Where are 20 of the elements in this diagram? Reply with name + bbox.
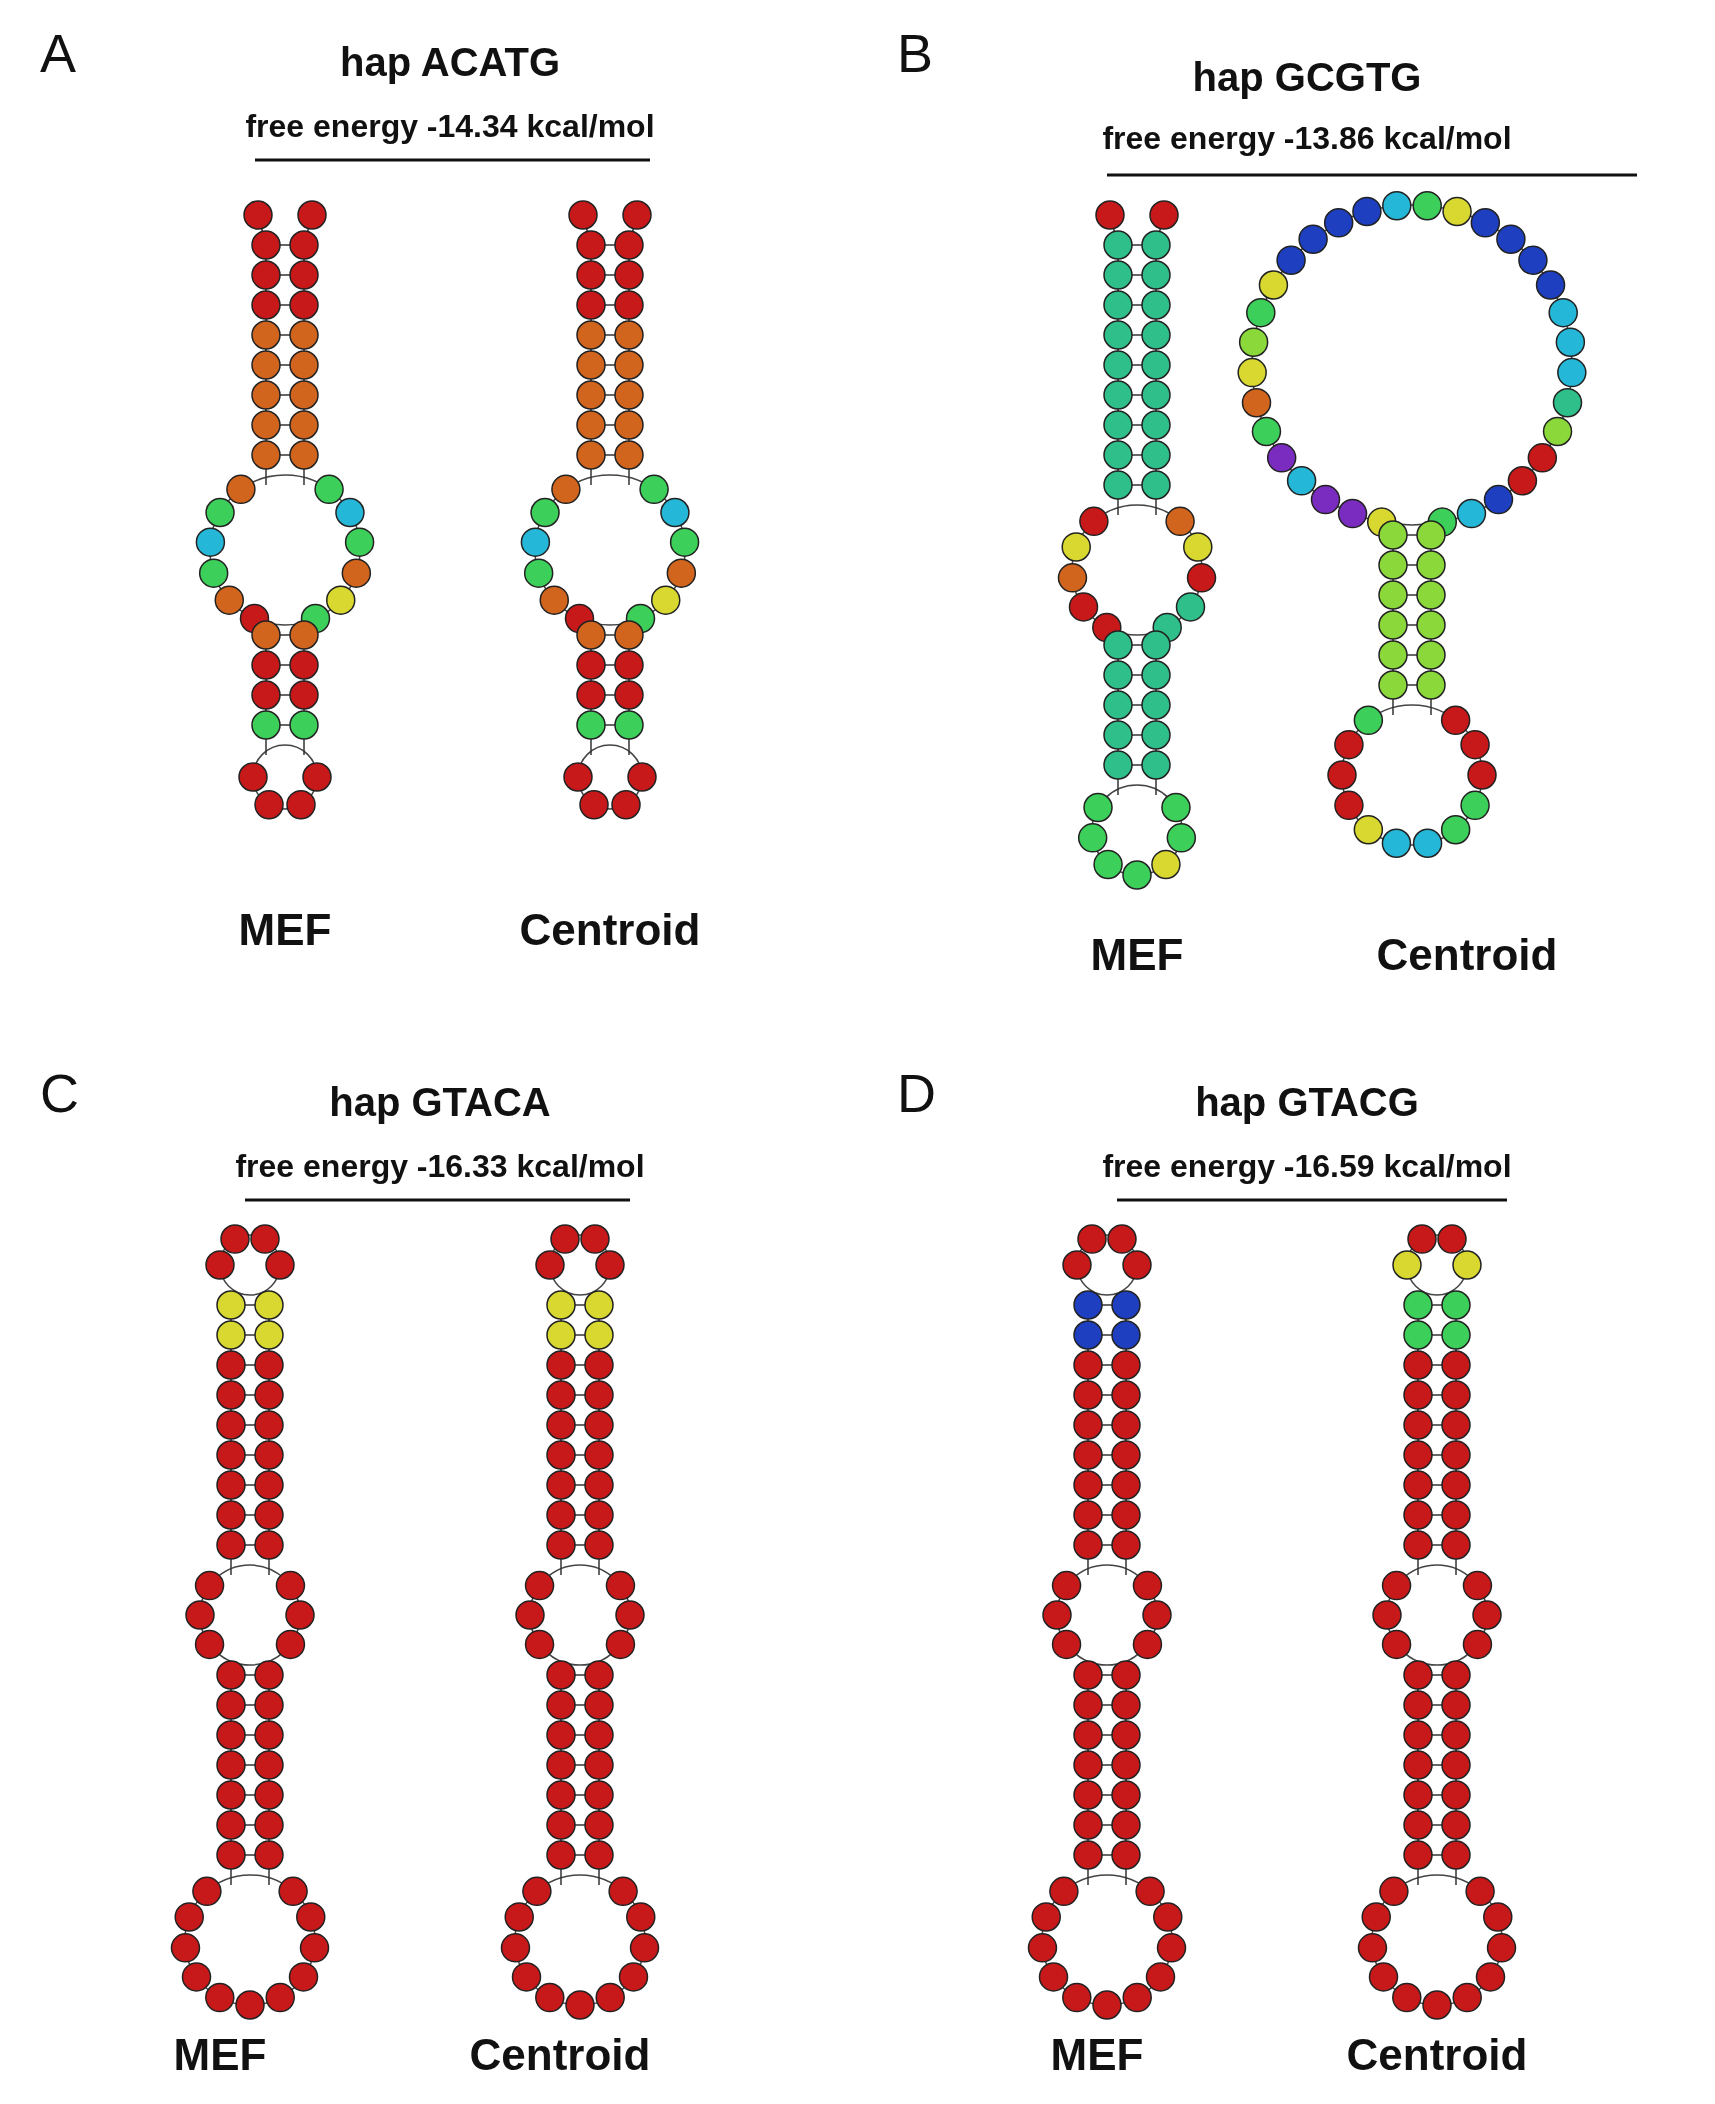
free-energy-label: free energy -13.86 kcal/mol bbox=[1102, 120, 1512, 157]
structure-caption: MEF bbox=[1050, 2030, 1144, 2080]
panel-letter: C bbox=[40, 1062, 79, 1124]
free-energy-label: free energy -16.33 kcal/mol bbox=[235, 1148, 645, 1185]
free-energy-label: free energy -16.59 kcal/mol bbox=[1102, 1148, 1512, 1185]
panel-title: hap GTACA bbox=[329, 1080, 551, 1125]
structure-caption: Centroid bbox=[1346, 2030, 1528, 2080]
structure-caption: MEF bbox=[1090, 930, 1184, 980]
structure-caption: MEF bbox=[173, 2030, 267, 2080]
panel-title: hap GTACG bbox=[1195, 1080, 1419, 1125]
structure-caption: Centroid bbox=[469, 2030, 651, 2080]
panel-letter: B bbox=[897, 22, 934, 84]
panel-title: hap GCGTG bbox=[1192, 55, 1422, 100]
panel-letter: A bbox=[40, 22, 77, 84]
panel-title: hap ACATG bbox=[340, 40, 560, 85]
structure-caption: MEF bbox=[238, 905, 332, 955]
free-energy-label: free energy -14.34 kcal/mol bbox=[245, 108, 655, 145]
structure-caption: Centroid bbox=[519, 905, 701, 955]
panel-letter: D bbox=[897, 1062, 936, 1124]
structure-caption: Centroid bbox=[1376, 930, 1558, 980]
